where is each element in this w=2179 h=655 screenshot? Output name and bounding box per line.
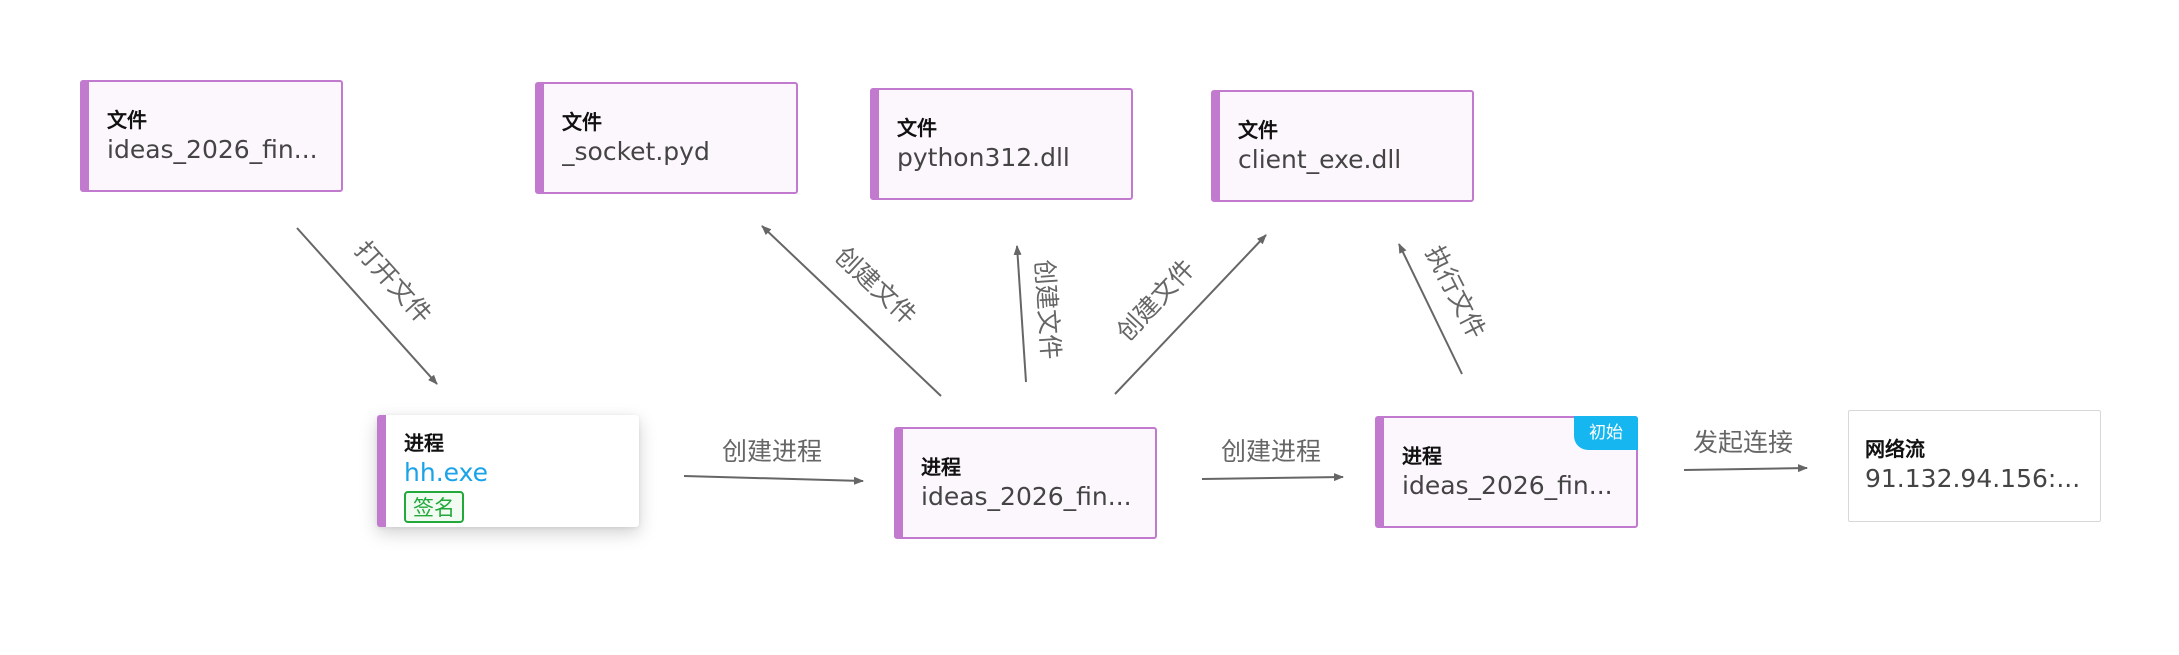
- node-name-label: _socket.pyd: [562, 137, 710, 166]
- edge-label-create-file-client: 创建文件: [1111, 254, 1200, 347]
- node-type-label: 文件: [897, 116, 937, 140]
- edge-label-connect: 发起连接: [1693, 428, 1793, 457]
- node-file-client[interactable]: 文件 client_exe.dll: [1211, 90, 1474, 202]
- node-name-label: ideas_2026_fin...: [1402, 471, 1613, 500]
- node-name-link[interactable]: hh.exe: [404, 458, 488, 487]
- edge-create-file-python[interactable]: [1013, 245, 1027, 383]
- node-process-ideas-mid[interactable]: 进程 ideas_2026_fin...: [894, 427, 1157, 539]
- edge-create-file-socket[interactable]: [761, 225, 942, 397]
- node-file-python[interactable]: 文件 python312.dll: [870, 88, 1133, 200]
- node-file-ideas[interactable]: 文件 ideas_2026_fin...: [80, 80, 343, 192]
- edge-create-file-client[interactable]: [1114, 234, 1267, 395]
- edge-label-create-process-1: 创建进程: [722, 437, 822, 466]
- node-type-label: 进程: [1402, 444, 1442, 468]
- node-network-flow[interactable]: 网络流 91.132.94.156:...: [1848, 410, 2101, 522]
- edge-label-execute-file: 执行文件: [1420, 241, 1491, 343]
- signed-tag: 签名: [404, 491, 464, 523]
- node-type-label: 文件: [1238, 118, 1278, 142]
- node-name-label: python312.dll: [897, 143, 1070, 172]
- node-name-label: ideas_2026_fin...: [921, 482, 1132, 511]
- edge-create-process-2[interactable]: [1201, 473, 1344, 482]
- node-type-label: 网络流: [1865, 437, 1925, 461]
- edge-label-open-file: 打开文件: [349, 235, 437, 329]
- node-type-label: 进程: [921, 455, 961, 479]
- node-file-socket[interactable]: 文件 _socket.pyd: [535, 82, 798, 194]
- edge-label-create-file-socket: 创建文件: [829, 241, 922, 330]
- node-name-label: ideas_2026_fin...: [107, 135, 318, 164]
- edge-connect[interactable]: [1683, 464, 1808, 473]
- edge-execute-file[interactable]: [1398, 243, 1463, 375]
- node-name-label: 91.132.94.156:...: [1865, 464, 2081, 493]
- edge-create-process-1[interactable]: [683, 475, 864, 485]
- edge-open-file[interactable]: [296, 227, 438, 385]
- edge-label-create-process-2: 创建进程: [1221, 437, 1321, 466]
- node-type-label: 进程: [404, 431, 444, 455]
- initial-badge: 初始: [1574, 416, 1638, 450]
- node-process-hh[interactable]: 进程 hh.exe 签名: [377, 415, 639, 527]
- node-name-label: client_exe.dll: [1238, 145, 1402, 174]
- node-type-label: 文件: [107, 108, 147, 132]
- edge-label-create-file-python: 创建文件: [1030, 259, 1066, 361]
- node-process-ideas-right[interactable]: 初始 进程 ideas_2026_fin...: [1375, 416, 1638, 528]
- node-type-label: 文件: [562, 110, 602, 134]
